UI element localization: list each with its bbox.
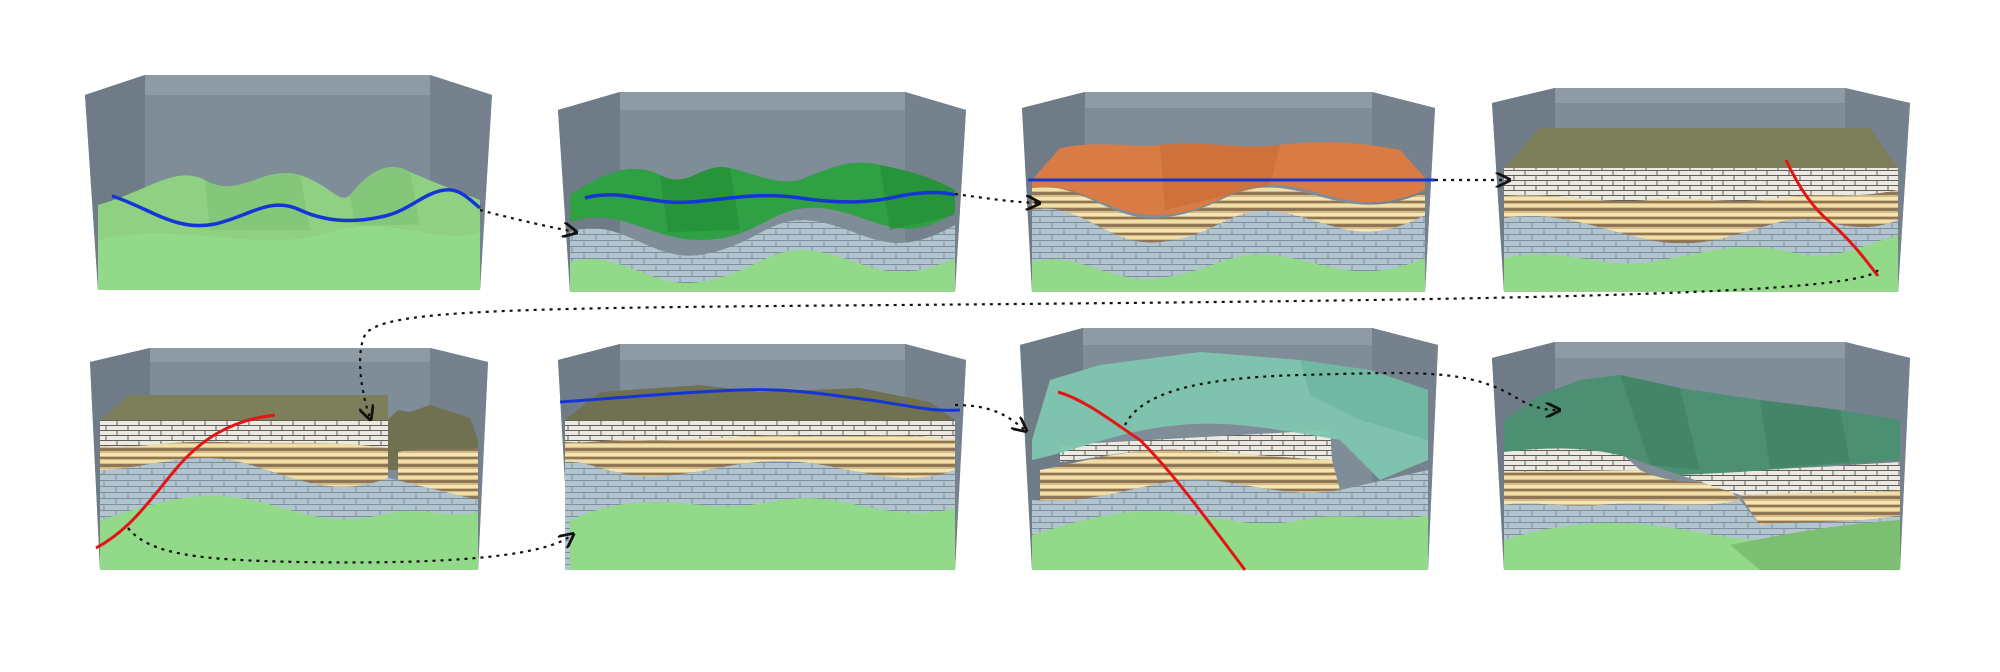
arrow-6-to-7 bbox=[954, 403, 1025, 430]
strata-layer bbox=[100, 441, 388, 487]
terrain-shade bbox=[1300, 360, 1428, 440]
panel-6 bbox=[558, 344, 966, 570]
process-arrows bbox=[127, 180, 1879, 564]
base-layer bbox=[1504, 236, 1898, 292]
arrow-5-to-6 bbox=[127, 527, 572, 564]
terrain-top bbox=[1504, 128, 1898, 168]
fault-line bbox=[95, 413, 276, 550]
base-layer bbox=[98, 226, 480, 290]
base-layer-dark bbox=[1730, 520, 1900, 570]
limestone-white bbox=[100, 420, 388, 448]
blue-line bbox=[559, 388, 961, 412]
terrain-shade bbox=[205, 166, 420, 230]
fault-line bbox=[1057, 390, 1247, 571]
panel-3 bbox=[1022, 92, 1435, 292]
base-layer bbox=[1032, 511, 1428, 570]
limestone-white-right bbox=[1680, 462, 1900, 495]
limestone-white bbox=[1504, 168, 1898, 202]
base-layer bbox=[570, 249, 955, 292]
base-layer bbox=[100, 495, 478, 570]
limestone-white bbox=[565, 420, 955, 443]
strata-right bbox=[1740, 490, 1900, 525]
base-layer bbox=[570, 498, 955, 570]
arrow-2-to-3 bbox=[954, 192, 1038, 203]
strata-layer bbox=[1504, 470, 1740, 506]
panel-7 bbox=[1020, 328, 1438, 571]
terrain-shade bbox=[1620, 375, 1850, 470]
limestone-white bbox=[1060, 430, 1332, 462]
fault-line bbox=[1784, 159, 1880, 277]
strata-layer bbox=[565, 435, 955, 479]
terrain-shade bbox=[660, 165, 955, 232]
terrain-top bbox=[100, 395, 388, 420]
arrow-4-to-5 bbox=[360, 269, 1879, 418]
strata-layer bbox=[1040, 449, 1340, 501]
blue-line bbox=[584, 190, 956, 205]
base-layer bbox=[1032, 254, 1425, 292]
arrow-1-to-2 bbox=[479, 208, 575, 232]
strata-layer bbox=[1504, 190, 1898, 244]
arrow-7-to-8 bbox=[1124, 371, 1558, 426]
blue-line bbox=[111, 188, 482, 228]
panel-2 bbox=[558, 92, 966, 292]
box-top bbox=[85, 75, 492, 95]
panel-8 bbox=[1492, 342, 1910, 570]
limestone-white bbox=[1504, 447, 1640, 472]
panel-5 bbox=[90, 348, 488, 570]
panel-4 bbox=[1492, 88, 1910, 292]
strata-layer bbox=[1032, 186, 1425, 243]
terrain-shade bbox=[1160, 143, 1280, 210]
panel-1 bbox=[85, 75, 492, 290]
